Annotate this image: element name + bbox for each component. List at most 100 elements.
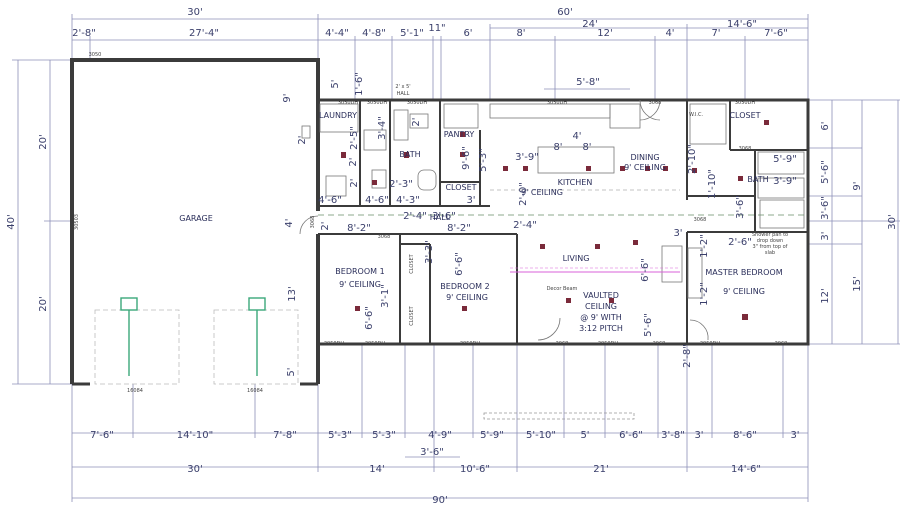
dim-interior-label: 2' <box>297 135 308 144</box>
dim-right-label: 5'-6" <box>820 160 831 184</box>
window-tag: 3050DH <box>460 341 481 347</box>
dim-bottom3-label: 90' <box>432 495 447 506</box>
dim-bottom1-label: 5'-3" <box>372 430 396 441</box>
dim-right-label: 6' <box>820 121 831 130</box>
window-tag: 3050DH <box>367 100 388 106</box>
room-label-bedroom-1: BEDROOM 1 <box>335 267 384 276</box>
dim-interior-label: 2' <box>320 221 331 230</box>
dim-bottom1-label: 4'-9" <box>428 430 452 441</box>
window-tag: 3050DH <box>735 100 756 106</box>
dim-bottom1-label: 3' <box>790 430 799 441</box>
dim-right-label: 3' <box>820 231 831 240</box>
dim-interior-label: 4' <box>284 218 295 227</box>
window-tag: 3050DH <box>338 100 359 106</box>
window-tag: 3068 <box>739 146 752 152</box>
room-label-hall: 2' x 5' <box>395 84 410 90</box>
dim-top2-label: 7'-6" <box>764 28 788 39</box>
vaulted-ceiling-label: VAULTED <box>583 291 619 300</box>
dim-top1-label: 30' <box>187 7 202 18</box>
window-tag: 3068 <box>653 341 666 347</box>
dim-interior-label: 2'-4" <box>403 211 427 222</box>
dim-interior-label: 2'-4" <box>513 220 537 231</box>
dim-top1-label: 60' <box>557 7 572 18</box>
dim-bottom1-label: 5'-3" <box>328 430 352 441</box>
dim-interior-label: 4' <box>572 131 581 142</box>
room-label-pantry: PANTRY <box>444 130 475 139</box>
ceiling-label: 9' CEILING <box>446 293 488 302</box>
dim-bottom2-label: 10'-6" <box>460 464 490 475</box>
dim-interior-label: 2'-10" <box>687 144 698 174</box>
dim-top2-label: 24' <box>582 19 597 30</box>
dim-interior-label: 2'-6" <box>728 237 752 248</box>
dim-right-label: 12' <box>820 288 831 303</box>
door-tag: 3068 <box>378 234 391 240</box>
dim-interior-label: 1'-2" <box>699 282 710 306</box>
room-label-bath: BATH <box>747 175 768 184</box>
dim-bottom1-label: 7'-6" <box>90 430 114 441</box>
room-label-kitchen: KITCHEN <box>558 178 593 187</box>
dim-top3-label: 1'-6" <box>354 72 365 96</box>
dim-interior-label: 5' <box>286 367 297 376</box>
vaulted-ceiling-label: CEILING <box>585 302 617 311</box>
dim-interior-label: 1'-2" <box>699 234 710 258</box>
window-tag: 3068 <box>694 217 707 223</box>
dim-interior-label: 4'-6" <box>318 195 342 206</box>
dim-bottom2-label: 14' <box>369 464 384 475</box>
dim-top3-label: 5' <box>330 79 341 88</box>
dim-left-label: 40' <box>6 214 17 229</box>
door-tag: 3068 <box>310 216 316 229</box>
dim-bottom1-label: 3' <box>694 430 703 441</box>
top-dimension-lines <box>71 14 809 100</box>
door-tag: 30503 <box>74 214 80 230</box>
window-tag: 3068 <box>556 341 569 347</box>
room-label-closet: CLOSET <box>729 111 760 120</box>
window-tag: 3068 <box>775 341 788 347</box>
dim-left-label: 20' <box>38 134 49 149</box>
dim-interior-label: 4'-6" <box>365 195 389 206</box>
dim-interior-label: 3'-3" <box>424 240 435 264</box>
dim-interior-label: 3' <box>466 195 475 206</box>
dim-bottom1-label: 8'-6" <box>733 430 757 441</box>
room-label-closet: CLOSET <box>445 183 476 192</box>
dim-interior-label: 2'-3" <box>389 179 413 190</box>
window-tag: 16084 <box>127 388 143 394</box>
fixtures <box>94 99 808 420</box>
dim-top2-label: 7' <box>711 28 720 39</box>
room-label-closet: CLOSET <box>409 305 415 325</box>
dim-bottom2-label: 21' <box>593 464 608 475</box>
dim-right-label: 9' <box>852 181 863 190</box>
dim-top2-label: 5'-1" <box>400 28 424 39</box>
ceiling-lights <box>341 120 769 320</box>
dim-top2-label: 6' <box>463 28 472 39</box>
dim-interior-label: 6'-6" <box>364 306 375 330</box>
dim-interior-label: 3'-4" <box>377 116 388 140</box>
shower-note: slab <box>765 250 775 256</box>
window-tag: 3050DH <box>598 341 619 347</box>
window-tag: 3050DH <box>324 341 345 347</box>
dim-interior-label: 2' <box>411 117 422 126</box>
dim-top2-label: 2'-8" <box>72 28 96 39</box>
dim-interior-label: 8'-2" <box>447 223 471 234</box>
dim-interior-label: 9'-6" <box>461 146 472 170</box>
dim-interior-label: 1'-10" <box>707 169 718 199</box>
dim-right-label: 30' <box>887 214 898 229</box>
dim-left-label: 20' <box>38 296 49 311</box>
shower-note: 3" from top of <box>753 244 788 250</box>
dim-bottom2-label: 30' <box>187 464 202 475</box>
room-label-bath: BATH <box>399 150 420 159</box>
dim-right-label: 15' <box>852 276 863 291</box>
ceiling-label: 9' CEILING <box>339 280 381 289</box>
dim-bottom1-label: 7'-8" <box>273 430 297 441</box>
walls <box>70 58 810 386</box>
side-dimension-lines <box>12 59 900 385</box>
dim-interior-label: 3' <box>673 228 682 239</box>
dim-bottom1-label: 6'-6" <box>619 430 643 441</box>
vaulted-ceiling-label: @ 9' WITH <box>580 313 622 322</box>
dim-interior-label: 13' <box>287 286 298 301</box>
dim-interior-label: 3'-9" <box>515 152 539 163</box>
window-tag: 3068 <box>649 100 662 106</box>
room-label-living: LIVING <box>563 254 590 263</box>
dim-interior-label: 5'-3" <box>478 148 489 172</box>
window-tag: 3050DH <box>365 341 386 347</box>
